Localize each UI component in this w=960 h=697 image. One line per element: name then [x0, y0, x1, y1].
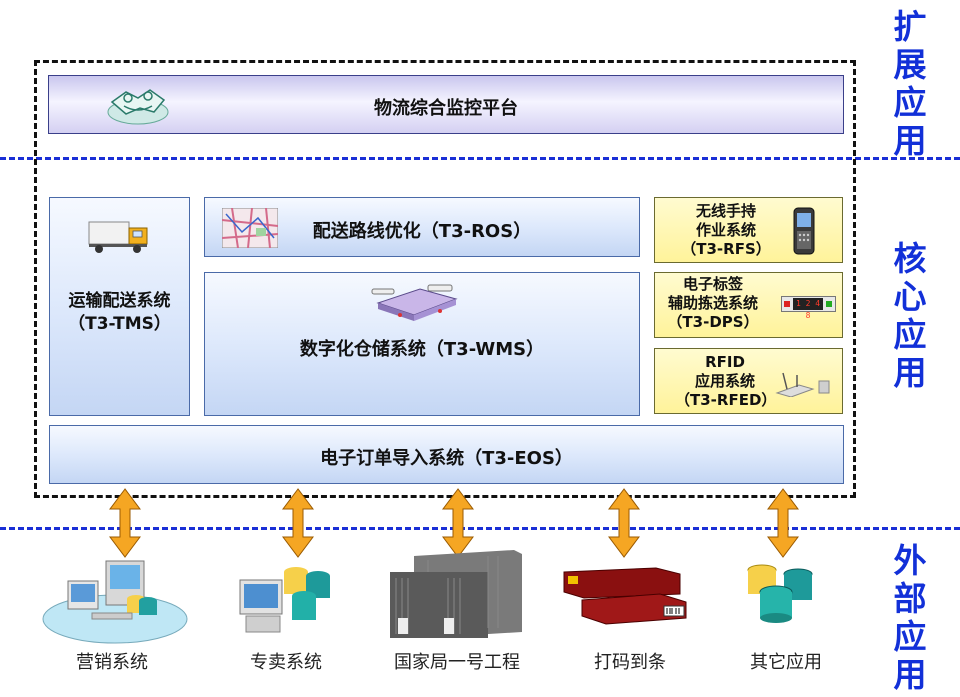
tms-label-2: （T3-TMS）: [68, 314, 171, 334]
side-label-core: 核心应用: [893, 239, 927, 392]
rfs-label-3: （T3-RFS）: [681, 240, 771, 258]
rfs-label-2: 作业系统: [695, 221, 756, 239]
wms-box: 数字化仓储系统（T3-WMS）: [204, 272, 640, 416]
dps-label-3: （T3-DPS）: [667, 313, 759, 331]
rfs-box: 无线手持 作业系统 （T3-RFS）: [654, 197, 843, 263]
rfid-reader-icon: [775, 372, 830, 397]
core-external-divider: [0, 527, 960, 530]
extension-core-divider: [0, 157, 960, 160]
wms-label: 数字化仓储系统（T3-WMS）: [299, 339, 545, 360]
ext-label-other: 其它应用: [750, 652, 822, 673]
led-display-value: 1 2 4 8: [793, 298, 823, 320]
ext-label-state-bureau: 国家局一号工程: [394, 652, 520, 673]
server-rack-icon: [390, 550, 522, 638]
monitoring-platform-box: 物流综合监控平台: [48, 75, 844, 134]
dps-label-2: 辅助拣选系统: [667, 294, 758, 312]
rfs-label-1: 无线手持: [695, 202, 756, 220]
led-display-icon: 1 2 4 8: [781, 296, 836, 320]
rfed-box: RFID 应用系统 （T3-RFED）: [654, 348, 843, 414]
rfed-label-3: （T3-RFED）: [675, 391, 777, 409]
database-cylinders-icon: [747, 564, 813, 623]
ros-box: 配送路线优化（T3-ROS）: [204, 197, 640, 257]
network-computers-icon: [42, 560, 188, 644]
dps-box: 电子标签 辅助拣选系统 （T3-DPS） 1 2 4 8: [654, 272, 843, 338]
ext-label-marketing: 营销系统: [76, 652, 148, 673]
system-boundary: [34, 60, 856, 498]
ros-label: 配送路线优化（T3-ROS）: [312, 221, 532, 242]
platform-label: 物流综合监控平台: [374, 98, 518, 119]
ext-label-monopoly: 专卖系统: [250, 652, 322, 673]
server-equipment-icon: [371, 284, 458, 321]
eos-label: 电子订单导入系统（T3-EOS）: [320, 448, 573, 469]
handshake-icon: [107, 89, 169, 125]
handheld-terminal-icon: [793, 207, 815, 255]
arrow-barcode: [608, 488, 640, 558]
map-icon: [222, 208, 278, 248]
side-label-external: 外部应用: [893, 541, 927, 694]
tms-label-1: 运输配送系统: [68, 291, 171, 311]
side-label-extension: 扩展应用: [893, 7, 927, 160]
printer-icon: [563, 567, 687, 625]
eos-box: 电子订单导入系统（T3-EOS）: [49, 425, 844, 484]
truck-icon: [88, 221, 148, 253]
arrow-marketing: [109, 488, 141, 558]
computer-database-icon: [239, 567, 330, 633]
arrow-other: [767, 488, 799, 558]
tms-box: 运输配送系统 （T3-TMS）: [49, 197, 190, 416]
rfed-label-2: 应用系统: [694, 372, 755, 390]
arrow-state-bureau: [442, 488, 474, 558]
ext-label-barcode: 打码到条: [594, 652, 666, 673]
dps-label-1: 电子标签: [682, 275, 743, 293]
arrow-monopoly: [282, 488, 314, 558]
rfed-label-1: RFID: [705, 353, 745, 371]
